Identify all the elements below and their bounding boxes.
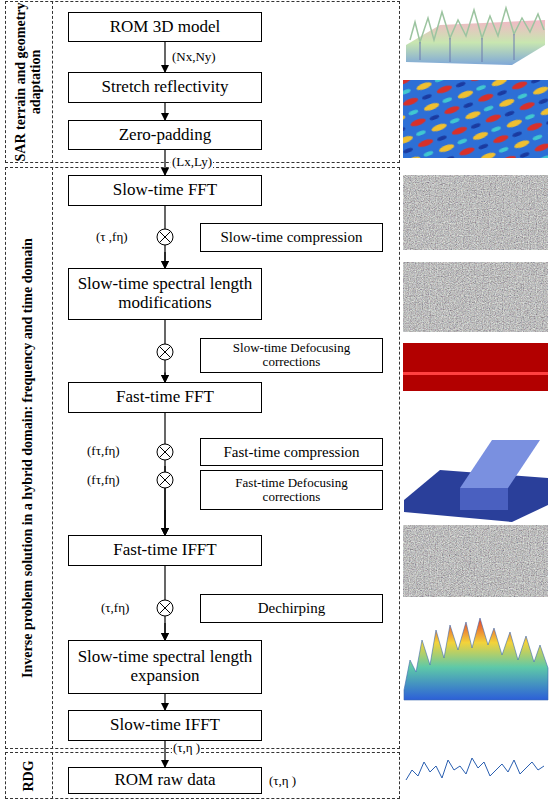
terrain-plot bbox=[404, 618, 548, 700]
multiplier-symbol bbox=[159, 474, 170, 485]
box-text: Slow-time spectral length expansion bbox=[73, 648, 257, 685]
process-box: Slow-time spectral length modifications bbox=[68, 268, 262, 320]
flow-arrow bbox=[164, 694, 165, 710]
spectrum-image bbox=[403, 343, 548, 391]
operator-box: Fast-time Defocusing corrections bbox=[200, 470, 383, 510]
process-box: Stretch reflectivity bbox=[68, 72, 262, 103]
box-text: Zero-padding bbox=[119, 126, 212, 145]
multiplier-symbol bbox=[157, 229, 173, 245]
band-label: Inverse problem solution in a hybrid dom… bbox=[6, 168, 50, 748]
domain-label: (fτ,fη) bbox=[86, 473, 121, 487]
domain-label: (fτ,fη) bbox=[86, 444, 121, 458]
edge-label: (Nx,Ny) bbox=[171, 50, 217, 64]
spectrum-image bbox=[403, 343, 548, 391]
flow-arrow bbox=[164, 741, 165, 767]
box-text: Stretch reflectivity bbox=[102, 78, 229, 97]
spectrum-image bbox=[403, 372, 548, 375]
flow-arrow bbox=[164, 103, 165, 120]
flow-arrow bbox=[164, 623, 165, 640]
flow-arrow bbox=[164, 510, 165, 535]
operator-box: Fast-time compression bbox=[200, 438, 383, 466]
slab-plot bbox=[460, 440, 540, 488]
multiplier-symbol bbox=[159, 346, 170, 357]
multiplier-symbol bbox=[157, 444, 173, 460]
box-text: ROM raw data bbox=[114, 771, 215, 790]
multiplier-symbol bbox=[157, 229, 173, 245]
box-text: Dechirping bbox=[258, 600, 325, 617]
operator-box: Slow-time compression bbox=[200, 223, 383, 252]
box-text: Fast-time FFT bbox=[116, 388, 214, 407]
process-box: ROM 3D model bbox=[68, 12, 262, 42]
multiplier-symbol bbox=[157, 600, 173, 616]
multiplier-symbol bbox=[157, 472, 173, 488]
process-box: Fast-time IFFT bbox=[68, 535, 262, 566]
box-text: Slow-time compression bbox=[220, 229, 362, 246]
slab-plot bbox=[404, 440, 548, 522]
line-plot bbox=[406, 758, 544, 780]
process-box: Slow-time FFT bbox=[68, 175, 262, 206]
box-text: ROM 3D model bbox=[110, 18, 221, 37]
multiplier-symbol bbox=[159, 231, 170, 242]
noise-image bbox=[403, 525, 548, 597]
edge-label: (Lx,Ly) bbox=[171, 155, 213, 169]
noise-image bbox=[403, 175, 548, 250]
multiplier-symbol bbox=[157, 600, 173, 616]
box-text: Fast-time Defocusing corrections bbox=[205, 476, 378, 505]
surface-plot bbox=[420, 34, 514, 62]
slab-plot bbox=[460, 488, 508, 510]
group-band: Inverse problem solution in a hybrid dom… bbox=[5, 167, 400, 749]
process-box: ROM raw data bbox=[68, 767, 262, 794]
reflectivity-map bbox=[403, 80, 548, 158]
band-divider bbox=[52, 1, 53, 163]
box-text: Slow-time IFFT bbox=[110, 716, 220, 735]
box-text: Slow-time FFT bbox=[113, 181, 217, 200]
process-box: Slow-time spectral length expansion bbox=[68, 640, 262, 694]
band-label: SAR terrain and geometry adaptation bbox=[6, 2, 50, 162]
band-label: RDG bbox=[6, 753, 50, 798]
box-text: Fast-time IFFT bbox=[113, 541, 216, 560]
domain-label: (τ,η ) bbox=[268, 774, 297, 788]
band-divider bbox=[52, 752, 53, 799]
process-box: Slow-time IFFT bbox=[68, 710, 262, 741]
terrain-plot bbox=[404, 618, 548, 700]
process-box: Zero-padding bbox=[68, 120, 262, 150]
multiplier-symbol bbox=[157, 444, 173, 460]
band-divider bbox=[52, 167, 53, 749]
process-box: Fast-time FFT bbox=[68, 382, 262, 413]
surface-plot bbox=[406, 20, 545, 65]
noise-image bbox=[403, 262, 548, 332]
domain-label: (τ,η ) bbox=[172, 741, 201, 755]
box-text: Slow-time spectral length modifications bbox=[73, 275, 257, 312]
multiplier-symbol bbox=[157, 344, 173, 360]
multiplier-symbol bbox=[157, 344, 173, 360]
group-band: RDG ROM raw data bbox=[5, 752, 400, 799]
box-text: Slow-time Defocusing corrections bbox=[205, 341, 378, 370]
flow-arrow bbox=[164, 252, 165, 268]
domain-label: (τ,fη) bbox=[100, 601, 130, 615]
multiplier-symbol bbox=[159, 446, 170, 457]
group-band: SAR terrain and geometry adaptation ROM 3… bbox=[5, 1, 400, 163]
surface-plot bbox=[410, 8, 544, 42]
flow-arrow bbox=[164, 42, 165, 72]
operator-box: Dechirping bbox=[200, 594, 383, 623]
multiplier-symbol bbox=[159, 602, 170, 613]
surface-plot bbox=[406, 8, 545, 65]
flow-arrow bbox=[164, 373, 165, 382]
operator-box: Slow-time Defocusing corrections bbox=[200, 338, 383, 373]
domain-label: (τ ,fη) bbox=[95, 230, 129, 244]
multiplier-symbol bbox=[157, 472, 173, 488]
box-text: Fast-time compression bbox=[223, 444, 359, 461]
